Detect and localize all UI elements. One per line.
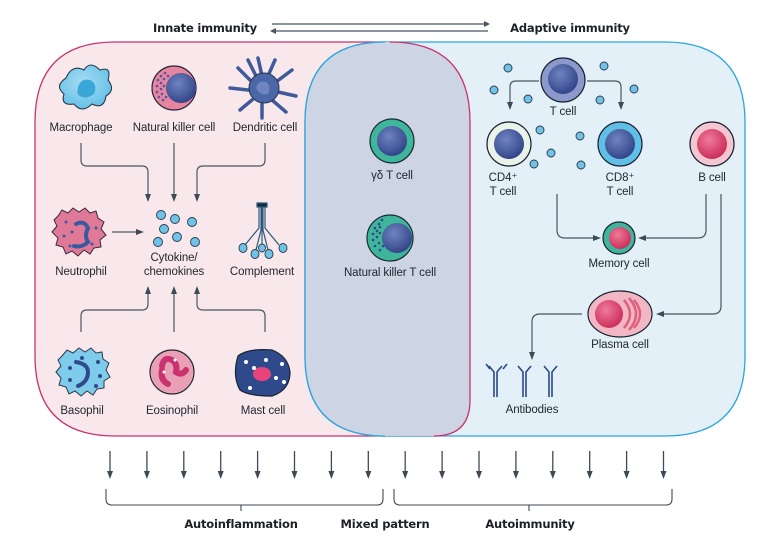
- innate-arrows: [80, 143, 266, 332]
- neutrophil-label: Neutrophil: [55, 266, 107, 278]
- innate-immunity-header: Innate immunity: [153, 21, 257, 35]
- basophil-icon: [55, 347, 111, 397]
- outcome-arrow-head: [660, 471, 667, 479]
- outcome-arrow-head: [623, 471, 630, 479]
- cd8-t-cell-icon: [597, 121, 643, 167]
- bidirectional-arrow: [270, 21, 490, 34]
- cd4-label-line1: CD4⁺: [488, 172, 518, 184]
- mast-cell-label: Mast cell: [240, 405, 286, 417]
- outcome-arrow-head: [143, 471, 150, 479]
- b-cell-icon: [689, 121, 735, 167]
- gamma-delta-t-cell-icon: [369, 118, 415, 164]
- outcome-arrow-head: [254, 471, 261, 479]
- outcome-arrow-head: [328, 471, 335, 479]
- mast-cell-icon: [234, 349, 291, 397]
- outcome-arrow-head: [512, 471, 519, 479]
- mixed-pattern-label: Mixed pattern: [340, 517, 430, 531]
- memory-cell-label: Memory cell: [588, 258, 650, 270]
- gamma-delta-t-cell-label: γδ T cell: [371, 170, 413, 182]
- outcome-arrow-head: [586, 471, 593, 479]
- outcome-arrow-head: [439, 471, 446, 479]
- outcome-arrow-head: [402, 471, 409, 479]
- dendritic-cell-icon: [228, 56, 298, 120]
- plasma-cell-label: Plasma cell: [591, 339, 649, 351]
- cd4-label-line2: T cell: [489, 186, 517, 198]
- antibodies-icon: [485, 363, 558, 397]
- outcome-arrow-head: [549, 471, 556, 479]
- cytokine-dots-icon: [153, 210, 200, 247]
- outcome-arrow-head: [107, 471, 113, 479]
- adaptive-cytokine-dots: [489, 61, 639, 170]
- b-cell-label: B cell: [698, 172, 726, 184]
- cd8-label-line1: CD8⁺: [605, 172, 635, 184]
- t-cell-label: T cell: [549, 106, 577, 118]
- neutrophil-icon: [51, 207, 107, 257]
- natural-killer-t-cell-icon: [366, 214, 414, 262]
- eosinophil-icon: [149, 349, 195, 395]
- cd4-t-cell-icon: [486, 121, 532, 167]
- natural-killer-cell-label: Natural killer cell: [132, 122, 216, 134]
- cytokines-label-line1: Cytokine/: [150, 252, 198, 264]
- cd8-label-line2: T cell: [606, 186, 634, 198]
- outcome-arrows: [107, 451, 667, 479]
- autoimmunity-label: Autoimmunity: [485, 517, 575, 531]
- outcome-arrow-head: [476, 471, 482, 479]
- outcome-arrow-head: [217, 471, 224, 479]
- macrophage-label: Macrophage: [49, 122, 113, 134]
- antibodies-label: Antibodies: [505, 404, 559, 416]
- natural-killer-t-cell-label: Natural killer T cell: [343, 267, 437, 279]
- natural-killer-cell-icon: [151, 65, 197, 111]
- t-cell-icon: [540, 57, 586, 103]
- eosinophil-label: Eosinophil: [145, 405, 199, 417]
- outcome-arrow-head: [365, 471, 372, 479]
- adaptive-arrows: [507, 80, 722, 360]
- complement-label: Complement: [229, 266, 295, 278]
- basophil-label: Basophil: [60, 405, 104, 417]
- outcome-arrow-head: [291, 471, 298, 479]
- complement-icon: [238, 202, 288, 259]
- autoinflammation-label: Autoinflammation: [184, 517, 298, 531]
- dendritic-cell-label: Dendritic cell: [232, 122, 298, 134]
- adaptive-immunity-header: Adaptive immunity: [510, 21, 630, 35]
- outcome-arrow-head: [180, 471, 187, 479]
- cytokines-label-line2: chemokines: [143, 266, 205, 278]
- braces: [105, 489, 673, 511]
- overlap-region: [305, 42, 470, 436]
- memory-cell-icon: [602, 221, 636, 255]
- plasma-cell-icon: [587, 290, 653, 338]
- macrophage-icon: [58, 64, 113, 110]
